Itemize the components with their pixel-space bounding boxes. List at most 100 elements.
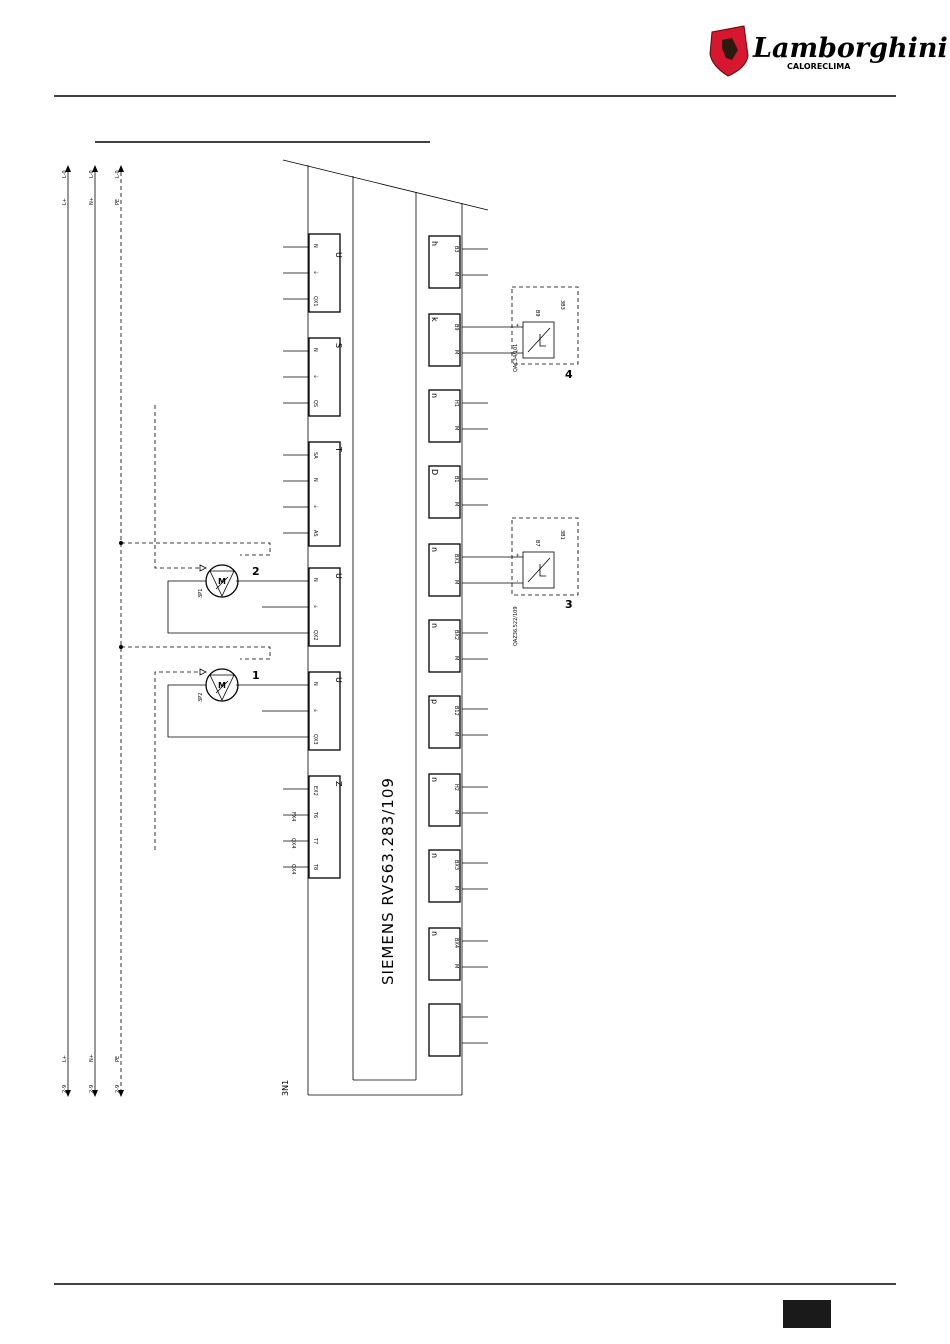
connector-r-n-1: n H1 M	[428, 389, 488, 443]
connector-r-n-2: n BX1 M	[428, 543, 523, 597]
svg-text:B12: B12	[453, 706, 459, 716]
svg-text:k: k	[430, 317, 439, 322]
svg-text:QX2: QX2	[312, 630, 318, 641]
svg-text:⏚: ⏚	[312, 374, 319, 379]
svg-text:M: M	[453, 272, 459, 276]
svg-text:n: n	[430, 853, 439, 858]
svg-text:D: D	[430, 469, 439, 475]
pump-3p2: M 1 3P2	[119, 645, 283, 850]
svg-text:-: -	[514, 350, 520, 352]
svg-text:T: T	[334, 446, 343, 452]
connector-s: S N ⏚ QS	[283, 337, 343, 417]
svg-text:3: 3	[565, 598, 573, 611]
svg-text:L-0: L-0	[115, 170, 121, 178]
brand-subtitle: CALORECLIMA	[787, 62, 851, 71]
svg-text:T7: T7	[312, 837, 318, 844]
svg-text:U: U	[334, 573, 343, 579]
brand-logo: Lamborghini CALORECLIMA	[709, 25, 948, 77]
svg-text:4: 4	[565, 368, 573, 381]
svg-text:BX4: BX4	[453, 938, 459, 948]
svg-text:M: M	[453, 350, 459, 354]
svg-text:n: n	[430, 393, 439, 398]
svg-text:M: M	[453, 656, 459, 660]
svg-text:S: S	[334, 343, 343, 348]
svg-text:+: +	[514, 323, 520, 327]
svg-text:n: n	[430, 777, 439, 782]
svg-text:N+: N+	[89, 1054, 95, 1062]
svg-text:2-9: 2-9	[89, 1085, 95, 1093]
svg-text:N: N	[312, 348, 318, 352]
connector-r-blank	[428, 1003, 488, 1057]
svg-text:PE: PE	[115, 1056, 121, 1062]
svg-text:T8: T8	[312, 863, 318, 870]
svg-text:⏚: ⏚	[312, 604, 319, 609]
svg-text:1: 1	[252, 669, 260, 682]
svg-text:n: n	[430, 547, 439, 552]
pump-3p1: M 2 3P1	[119, 405, 283, 634]
connector-r-k: k B9 M	[428, 313, 523, 367]
svg-text:U: U	[334, 252, 343, 258]
svg-text:⏚: ⏚	[312, 270, 319, 275]
connector-r-n-3: n BX2 M	[428, 619, 488, 673]
svg-text:N: N	[312, 578, 318, 582]
connector-u-2: U N ⏚ QX2	[236, 567, 343, 647]
svg-text:M: M	[453, 964, 459, 968]
controller-model: SIEMENS RVS63.283/109	[379, 777, 397, 985]
svg-text:M: M	[453, 426, 459, 430]
svg-text:3P1: 3P1	[198, 589, 204, 598]
svg-text:M: M	[453, 732, 459, 736]
svg-text:3P2: 3P2	[198, 693, 204, 702]
svg-text:H1: H1	[453, 400, 459, 407]
connector-r-p: p B12 M	[428, 695, 488, 749]
svg-text:M: M	[453, 580, 459, 584]
svg-text:PE: PE	[115, 199, 121, 205]
svg-text:+: +	[514, 553, 520, 557]
svg-text:M: M	[218, 681, 226, 690]
svg-text:QX4: QX4	[290, 864, 296, 875]
svg-text:p: p	[430, 699, 439, 704]
svg-text:B9: B9	[453, 324, 459, 331]
svg-text:BX2: BX2	[453, 630, 459, 640]
svg-text:EX2: EX2	[312, 786, 318, 796]
svg-text:-: -	[514, 580, 520, 582]
svg-text:QAZ36.522/109: QAZ36.522/109	[513, 606, 519, 646]
svg-text:AS: AS	[312, 530, 318, 537]
svg-text:SA: SA	[312, 452, 318, 459]
svg-text:L-0: L-0	[89, 170, 95, 178]
page-number-badge	[783, 1300, 831, 1328]
connector-r-d: D B1 M	[428, 465, 488, 519]
connector-r-n-4: n H2 M	[428, 773, 488, 827]
controller-body: SIEMENS RVS63.283/109 3N1	[281, 159, 489, 1096]
svg-text:N: N	[312, 478, 318, 482]
svg-text:BX3: BX3	[453, 860, 459, 870]
svg-text:B9: B9	[534, 310, 540, 317]
connector-r-h: h B3 M	[428, 235, 488, 289]
svg-text:QX4: QX4	[290, 838, 296, 849]
svg-text:B7: B7	[534, 540, 540, 547]
connector-r-n-5: n BX3 M	[428, 849, 488, 903]
svg-text:⏚: ⏚	[312, 708, 319, 713]
supply-line-n: N+ L-0 N+ 2-9	[89, 165, 98, 1097]
svg-text:T6: T6	[312, 811, 318, 818]
svg-text:U: U	[334, 677, 343, 683]
svg-text:H2: H2	[453, 784, 459, 791]
svg-text:⏚: ⏚	[312, 504, 319, 509]
svg-text:B3: B3	[453, 246, 459, 253]
svg-text:h: h	[430, 241, 439, 246]
svg-text:BX1: BX1	[453, 554, 459, 564]
bull-icon	[722, 38, 738, 60]
svg-text:n: n	[430, 931, 439, 936]
svg-text:QS: QS	[312, 400, 318, 407]
connector-r-n-6: n BX4 M	[428, 927, 488, 981]
svg-text:B1: B1	[453, 476, 459, 483]
svg-text:L-0: L-0	[62, 170, 68, 178]
svg-text:QX3: QX3	[312, 734, 318, 745]
svg-text:L+: L+	[62, 198, 68, 205]
supply-line-l: L+ L-0 L+ 2-9	[62, 165, 71, 1097]
svg-text:3B1: 3B1	[559, 530, 565, 540]
supply-line-pe: PE L-0 PE 2-9	[115, 165, 124, 1097]
connector-u-1: U N ⏚ QX1	[283, 233, 343, 313]
controller-id: 3N1	[281, 1080, 290, 1096]
svg-text:2-9: 2-9	[62, 1085, 68, 1093]
